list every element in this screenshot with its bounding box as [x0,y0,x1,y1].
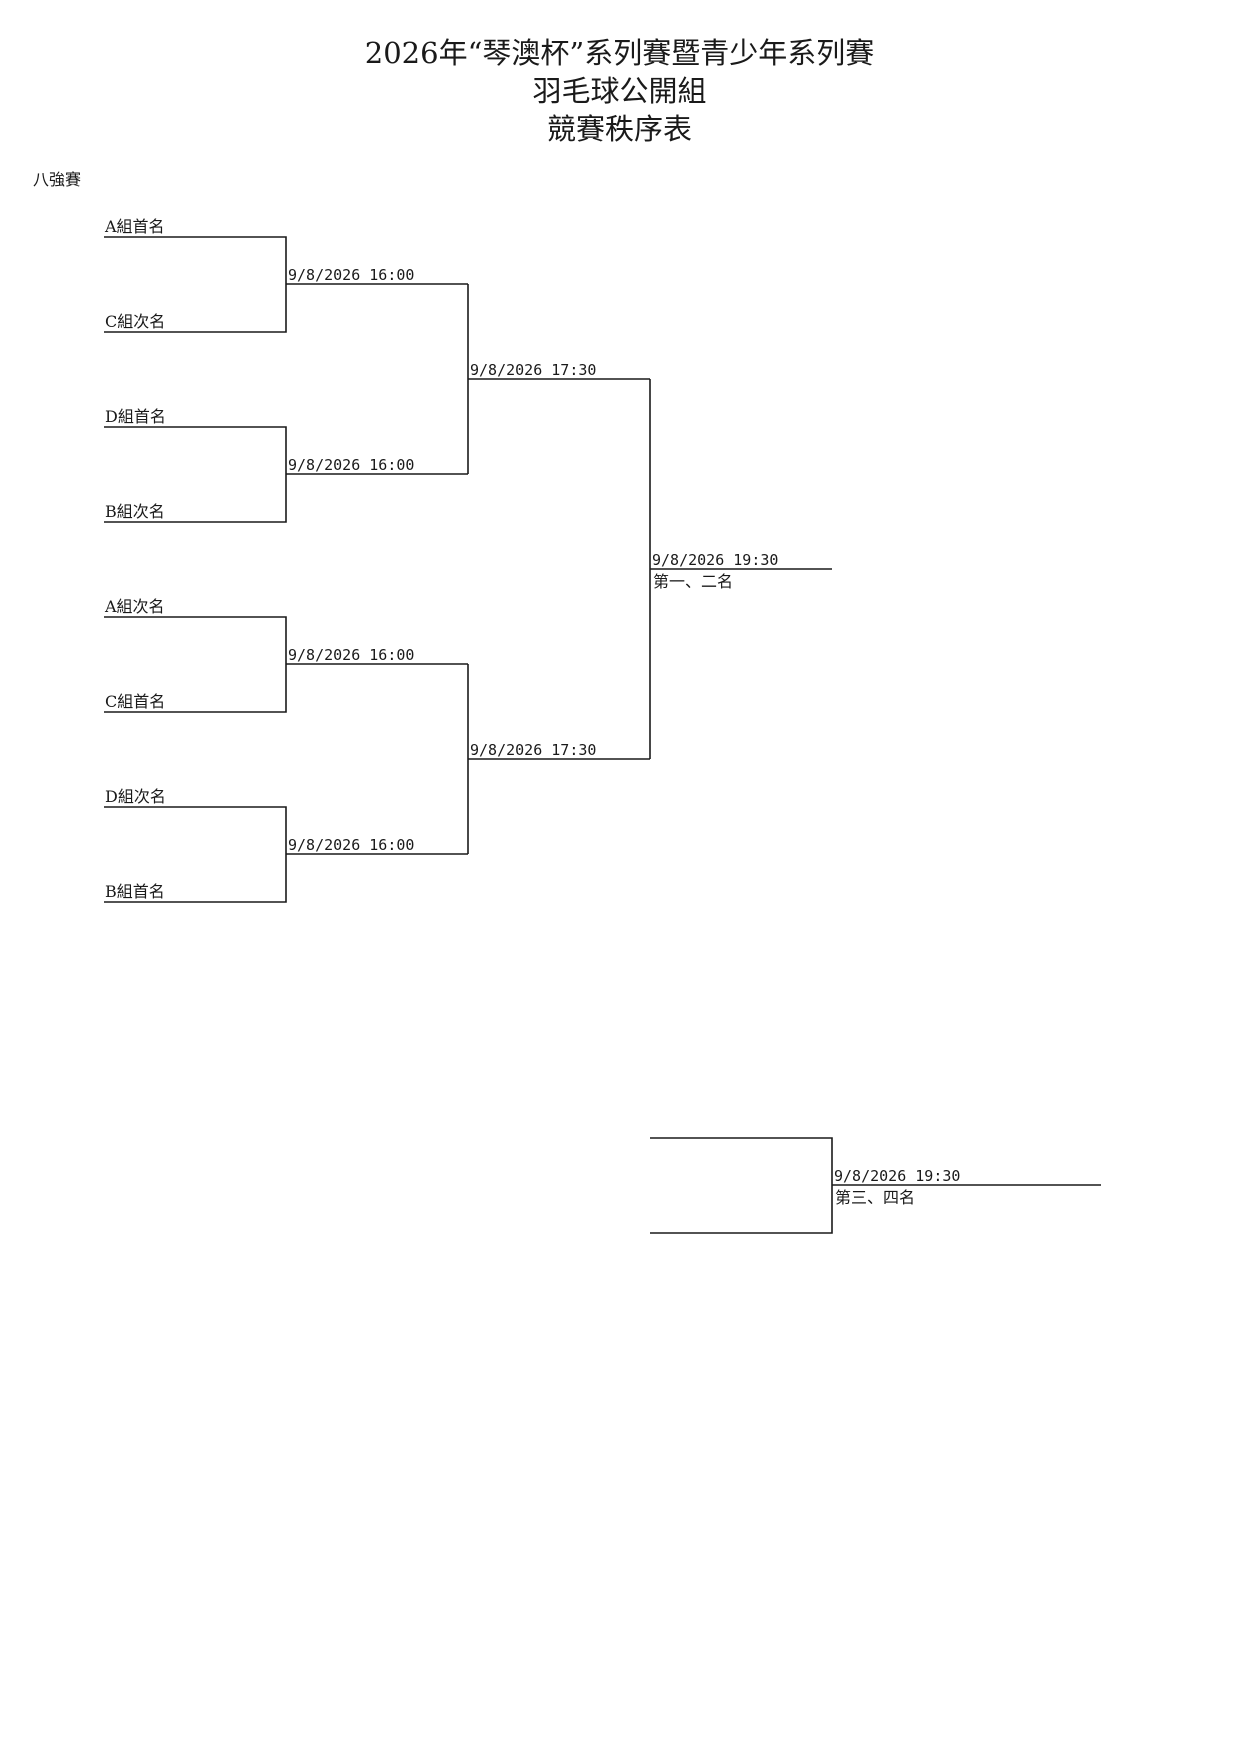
team-slot-1: A組首名 [105,217,165,236]
third-place-bracket [650,1137,833,1234]
team-slot-6: C組首名 [105,692,166,711]
team-slot-8: B組首名 [105,882,165,901]
third-place-time: 9/8/2026 19:30 [834,1167,961,1185]
final-time: 9/8/2026 19:30 [652,551,779,569]
team-slot-2: C組次名 [105,312,166,331]
page-title: 2026年“琴澳杯”系列賽暨青少年系列賽 [364,36,875,70]
team-slot-4: B組次名 [105,502,165,521]
sf2-time: 9/8/2026 17:30 [470,741,597,759]
qf1-time: 9/8/2026 16:00 [288,266,415,284]
sf1-time: 9/8/2026 17:30 [470,361,597,379]
schedule-heading: 競賽秩序表 [546,112,692,146]
qf3-time: 9/8/2026 16:00 [288,646,415,664]
round-label: 八強賽 [33,170,82,189]
qf4-time: 9/8/2026 16:00 [288,836,415,854]
team-slot-7: D組次名 [105,787,166,806]
qf2-time: 9/8/2026 16:00 [288,456,415,474]
team-slot-5: A組次名 [105,597,165,616]
third-place-label: 第三、四名 [835,1188,916,1207]
event-subtitle: 羽毛球公開組 [532,74,707,108]
team-slot-3: D組首名 [105,407,166,426]
final-placing-label: 第一、二名 [653,572,734,591]
page-header: 2026年“琴澳杯”系列賽暨青少年系列賽 羽毛球公開組 競賽秩序表 [0,34,1239,148]
